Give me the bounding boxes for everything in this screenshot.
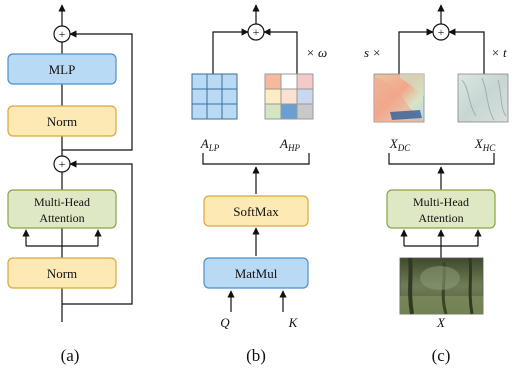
softmax-label: SoftMax [233,204,279,219]
plus-label: + [438,25,445,39]
a-hp-cell [264,88,282,105]
a-hp-cell [280,88,298,105]
panel-b: + × ω ALP AHP [191,4,327,365]
a-lp-cell [206,88,223,105]
attention-label-line1: Multi-Head [413,195,469,209]
omega-label: × ω [306,45,327,60]
a-lp-cell [221,73,238,90]
attention-label-line2: Attention [418,211,463,225]
lp-to-plus-line [212,28,249,74]
plus-label: + [253,25,260,39]
a-hp-cell [296,88,314,105]
attention-box [386,189,496,229]
a-lp-cell [191,88,208,105]
x-hc-label: XHC [474,136,496,153]
residual-connection-1 [62,160,133,305]
hc-to-plus-line [448,28,485,74]
x-dc-label: XDC [389,136,411,153]
a-lp-cell [206,103,223,120]
matmul-label: MatMul [235,266,278,281]
caption-a: (a) [61,346,80,365]
a-lp-cell [206,73,223,90]
mlp-label: MLP [49,62,76,77]
x-dc-image [373,73,425,123]
a-lp-cell [221,88,238,105]
caption-b: (b) [246,346,266,365]
a-lp-grid [191,73,238,120]
a-lp-cell [191,73,208,90]
plus-top-label: + [59,27,66,41]
residual-connection-2 [62,30,133,151]
softmax-box [203,195,309,227]
k-label: K [288,315,299,330]
norm-top-box [7,105,117,137]
split-bracket [202,153,310,165]
norm-top-label: Norm [47,114,77,129]
dc-to-plus-line [398,28,434,74]
x-label: X [436,315,446,330]
attention-label-line1: Multi-Head [34,195,90,209]
panel-a: + MLP Norm + Multi-Head Attention Norm (… [7,4,133,365]
a-hp-cell [264,103,282,120]
times-t-label: × t [491,45,507,60]
a-hp-cell [280,103,298,120]
norm-bottom-box [7,257,117,289]
x-hc-image [457,73,509,123]
norm-bottom-label: Norm [47,266,77,281]
a-hp-cell [296,103,314,120]
x-input-image [399,257,484,315]
panel-c: + s × × t XDC XHC Multi-Head Attention [364,4,509,365]
split-bracket [388,153,495,165]
attention-box [7,189,117,229]
a-hp-cell [296,73,314,90]
matmul-box [203,257,309,289]
mlp-box [7,53,117,85]
attention-label-line2: Attention [39,211,84,225]
caption-c: (c) [432,346,451,365]
a-lp-cell [221,103,238,120]
a-hp-grid [264,73,314,120]
a-hp-label: AHP [279,136,300,153]
a-lp-label: ALP [200,136,220,153]
plus-mid-label: + [59,157,66,171]
a-hp-cell [280,73,298,90]
q-label: Q [220,315,230,330]
hp-to-plus-line [263,28,298,74]
a-hp-cell [264,73,282,90]
s-times-label: s × [364,45,381,60]
a-lp-cell [191,103,208,120]
